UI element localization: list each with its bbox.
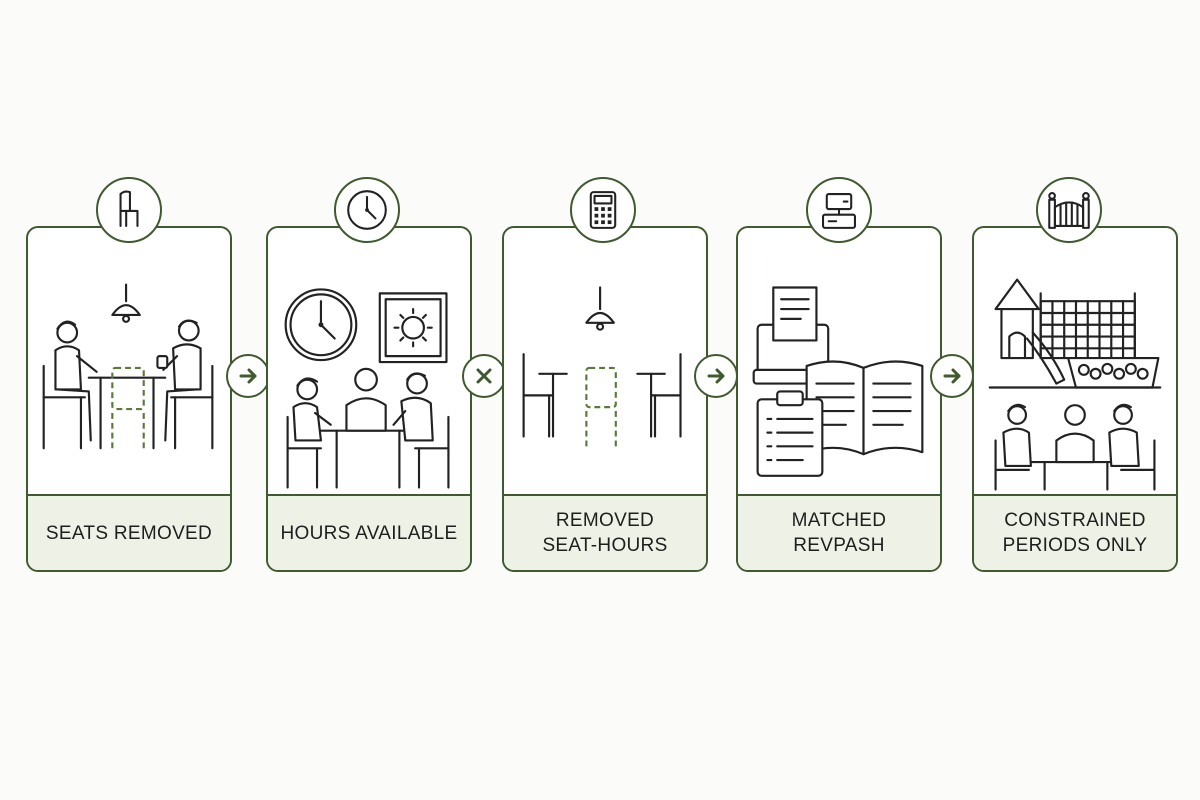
gate-icon (1036, 177, 1102, 243)
step-card-hours-available: HOURS AVAILABLE (266, 226, 472, 572)
step-label: REMOVED SEAT-HOURS (504, 494, 706, 570)
play-area-and-diners-illustration (988, 278, 1162, 491)
arrow-right-icon (226, 354, 270, 398)
calculator-icon (570, 177, 636, 243)
diners-with-clock-and-window-illustration (284, 288, 450, 489)
chair-icon (96, 177, 162, 243)
receipts-ledger-and-clipboard-illustration (752, 286, 924, 477)
step-card-seats-removed: SEATS REMOVED (26, 226, 232, 572)
step-label: SEATS REMOVED (28, 494, 230, 570)
clock-icon (334, 177, 400, 243)
step-label: MATCHED REVPASH (738, 494, 940, 570)
arrow-right-icon (930, 354, 974, 398)
step-label: CONSTRAINED PERIODS ONLY (974, 494, 1176, 570)
dining-table-with-removed-seat-illustration (42, 283, 214, 451)
step-label: HOURS AVAILABLE (268, 494, 470, 570)
step-card-constrained-periods-only: CONSTRAINED PERIODS ONLY (972, 226, 1178, 572)
multiply-icon (462, 354, 506, 398)
empty-tables-with-removed-seat-illustration (522, 286, 682, 449)
arrow-right-icon (694, 354, 738, 398)
step-card-matched-revpash: MATCHED REVPASH (736, 226, 942, 572)
step-card-removed-seat-hours: REMOVED SEAT-HOURS (502, 226, 708, 572)
cash-register-icon (806, 177, 872, 243)
